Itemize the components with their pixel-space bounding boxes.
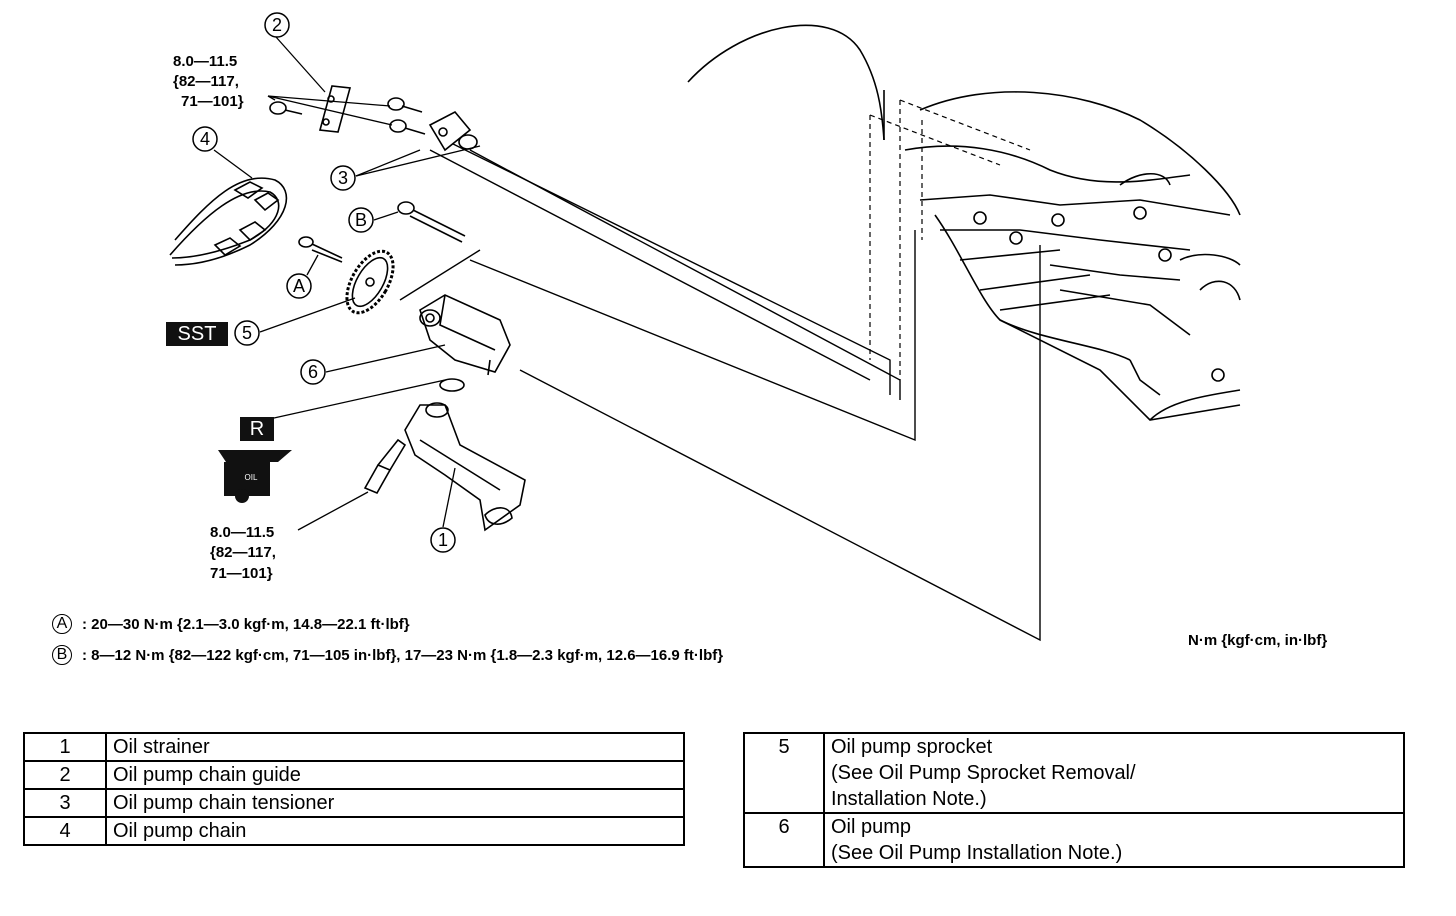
table-row: 1 Oil strainer xyxy=(23,732,685,762)
replace-badge xyxy=(240,417,274,441)
torque-bottom-line2: {82—117, xyxy=(210,544,276,561)
legend-b-marker: B xyxy=(52,645,72,665)
units-label: N·m {kgf·cm, in·lbf} xyxy=(1188,632,1328,649)
oil-strainer-part xyxy=(404,402,526,532)
chain-guide-part xyxy=(318,85,352,133)
callout-4: 4 xyxy=(200,129,210,149)
part-name: Oil pump chain xyxy=(105,816,685,846)
leader-lines xyxy=(399,139,1041,642)
oil-pump-chain-part xyxy=(169,177,288,266)
exploded-diagram: 2 3 4 B A 5 6 1 SST R OIL 8.0—11.5 {82—1… xyxy=(166,12,1241,642)
torque-bottom-line3: 71—101} xyxy=(210,565,273,582)
callout-leaders xyxy=(213,36,481,531)
part-note: (See Oil Pump Sprocket Removal/ xyxy=(831,762,1136,784)
oil-can-icon: OIL xyxy=(218,450,292,503)
legend-a-marker: A xyxy=(52,614,72,634)
part-number: 6 xyxy=(743,812,825,868)
callout-2: 2 xyxy=(272,15,282,35)
part-number: 1 xyxy=(23,732,107,762)
callout-1: 1 xyxy=(438,530,448,550)
parts-table-left: 1 Oil strainer 2 Oil pump chain guide 3 … xyxy=(23,732,685,846)
table-row: 2 Oil pump chain guide xyxy=(23,760,685,790)
legend-a-text: : 20—30 N·m {2.1—3.0 kgf·m, 14.8—22.1 ft… xyxy=(82,615,410,633)
callout-2-circle xyxy=(264,12,290,38)
strainer-bolt-part xyxy=(363,438,407,495)
part-name: Oil pump xyxy=(831,816,912,838)
part-name: Oil strainer xyxy=(105,732,685,762)
part-name: Oil pump sprocket xyxy=(831,736,993,758)
callout-3: 3 xyxy=(338,168,348,188)
part-number: 4 xyxy=(23,816,107,846)
callout-1-circle xyxy=(430,527,456,553)
part-number: 3 xyxy=(23,788,107,818)
callout-b: B xyxy=(355,210,367,230)
part-note: (See Oil Pump Installation Note.) xyxy=(831,842,1123,864)
table-row: 6 Oil pump (See Oil Pump Installation No… xyxy=(743,812,1405,868)
callout-a-circle xyxy=(286,273,312,299)
sst-badge-label: SST xyxy=(178,323,217,345)
callout-b-circle xyxy=(348,207,374,233)
torque-bottom-line1: 8.0—11.5 xyxy=(210,524,274,541)
torque-top-line2: {82—117, xyxy=(173,73,239,90)
cutaway-dashed-lines xyxy=(869,99,1031,380)
callout-5: 5 xyxy=(242,323,252,343)
part-description: Oil pump (See Oil Pump Installation Note… xyxy=(823,812,1405,868)
bolt-a-and-b-parts xyxy=(298,201,466,263)
table-row: 5 Oil pump sprocket (See Oil Pump Sprock… xyxy=(743,732,1405,814)
callout-5-circle xyxy=(234,320,260,346)
part-description: Oil pump sprocket (See Oil Pump Sprocket… xyxy=(823,732,1405,814)
sst-badge xyxy=(166,322,228,346)
legend-b-text: : 8—12 N·m {82—122 kgf·cm, 71—105 in·lbf… xyxy=(82,646,724,664)
torque-legend-b: B : 8—12 N·m {82—122 kgf·cm, 71—105 in·l… xyxy=(52,645,723,665)
engine-block-outline xyxy=(687,24,1241,421)
oil-can-label: OIL xyxy=(245,473,258,482)
callout-6-circle xyxy=(300,359,326,385)
part-number: 5 xyxy=(743,732,825,814)
part-name: Oil pump chain tensioner xyxy=(105,788,685,818)
bolt-parts xyxy=(269,97,426,135)
part-name: Oil pump chain guide xyxy=(105,760,685,790)
parts-table-right: 5 Oil pump sprocket (See Oil Pump Sprock… xyxy=(743,732,1405,868)
callout-3-circle xyxy=(330,165,356,191)
torque-top-line3: 71—101} xyxy=(181,93,244,110)
oil-pump-part xyxy=(419,294,511,376)
replace-badge-label: R xyxy=(250,418,264,440)
part-number: 2 xyxy=(23,760,107,790)
callout-4-circle xyxy=(192,126,218,152)
torque-legend-a: A : 20—30 N·m {2.1—3.0 kgf·m, 14.8—22.1 … xyxy=(52,614,410,634)
part-note: Installation Note.) xyxy=(831,788,987,810)
table-row: 4 Oil pump chain xyxy=(23,816,685,846)
callout-a: A xyxy=(293,276,305,296)
oil-pump-sprocket-part xyxy=(345,249,395,315)
table-row: 3 Oil pump chain tensioner xyxy=(23,788,685,818)
callout-6: 6 xyxy=(308,362,318,382)
torque-top-line1: 8.0—11.5 xyxy=(173,53,237,70)
gasket-part xyxy=(439,378,465,392)
